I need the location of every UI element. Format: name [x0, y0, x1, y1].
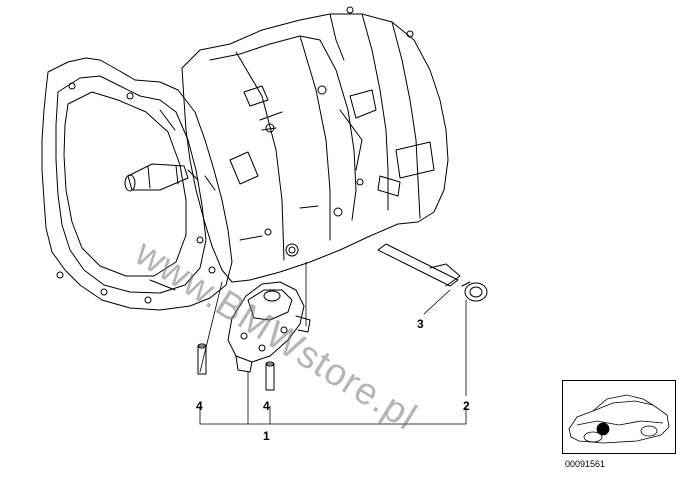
bell-housing — [41, 57, 233, 311]
callout-4-right: 4 — [263, 399, 270, 413]
callout-2: 2 — [463, 399, 470, 413]
callout-1: 1 — [263, 429, 270, 443]
selector-shaft-part — [377, 243, 461, 287]
position-switch-part — [227, 281, 311, 373]
car-icon — [568, 394, 670, 444]
callout-4-left: 4 — [196, 399, 203, 413]
seal-ring-part — [461, 281, 488, 302]
leader-lines — [199, 261, 467, 425]
car-location-thumbnail — [562, 380, 676, 454]
input-shaft — [124, 163, 189, 192]
transmission-case — [181, 6, 449, 283]
document-id: 00091561 — [565, 459, 606, 469]
callout-3: 3 — [417, 317, 424, 331]
